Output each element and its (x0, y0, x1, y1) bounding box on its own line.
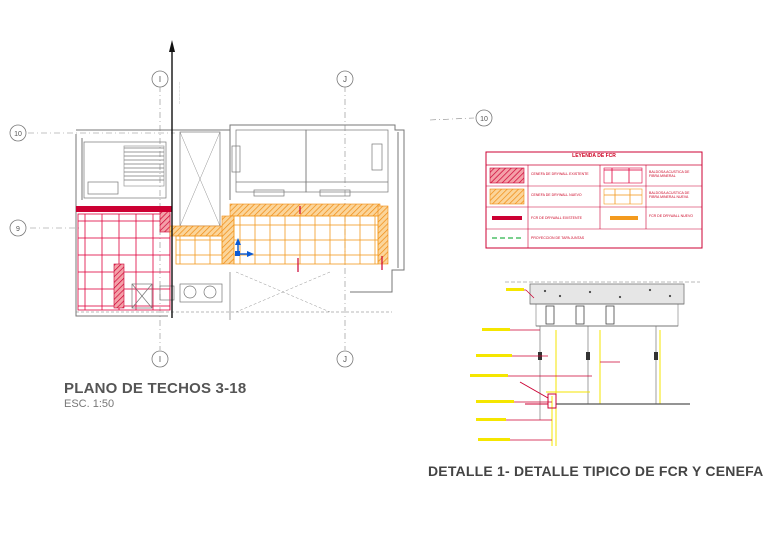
ceiling-plan: — — — — — — (75, 40, 405, 320)
north-arrow-icon (169, 40, 175, 52)
detail-title: DETALLE 1- DETALLE TIPICO DE FCR Y CENEF… (428, 463, 764, 479)
svg-text:J: J (343, 75, 347, 84)
legend-item-new-fcr: FCR DE DRYWALL NUEVO (649, 214, 694, 218)
legend-table (485, 151, 703, 249)
tile-ceiling-right (175, 215, 379, 265)
svg-text:10: 10 (14, 131, 22, 138)
svg-text:J: J (343, 355, 347, 364)
legend-item-joint-projection: PROYECCION DE TAPA JUNTAS (531, 236, 585, 240)
plan-shaft (179, 131, 221, 227)
legend-item-existing-fcr: FCR DE DRYWALL EXISTENTE (531, 216, 583, 220)
plan-walls (75, 124, 405, 317)
new-cenefa (169, 203, 389, 265)
tile-ceiling-left (77, 209, 171, 311)
svg-text:I: I (159, 355, 161, 364)
grid-marker-10-left: 10 (9, 124, 27, 142)
grid-marker-J-top: J (336, 70, 354, 88)
section-line-annotation: — — — — — — (177, 82, 181, 104)
axis-indicator-icon (235, 238, 254, 257)
fcr-existing-bar (76, 206, 172, 212)
svg-text:10: 10 (480, 116, 488, 123)
legend-item-existing-cenefa: CENEFA DE DRYWALL EXISTENTE (531, 172, 589, 176)
grid-marker-J-bottom: J (336, 350, 354, 368)
legend-item-new-mineral-tile: BALDOSA ACUSTICA DE FIBRA MINERAL NUEVA (649, 191, 690, 199)
legend-item-mineral-tile: BALDOSA ACUSTICA DE FIBRA MINERAL (649, 170, 690, 178)
grid-marker-10-right: 10 (475, 109, 493, 127)
svg-text:9: 9 (16, 226, 20, 233)
legend-title: LEYENDA DE FCR (572, 153, 616, 159)
legend-item-new-cenefa: CENEFA DE DRYWALL NUEVO (531, 193, 582, 197)
grid-marker-9-left: 9 (9, 219, 27, 237)
grid-marker-I-top: I (151, 70, 169, 88)
plan-fixtures (131, 271, 331, 320)
plan-title: PLANO DE TECHOS 3-18 (64, 380, 247, 397)
grid-marker-I-bottom: I (151, 350, 169, 368)
plan-room-upper-right (231, 129, 389, 197)
plan-scale: ESC. 1:50 (64, 398, 115, 410)
svg-text:I: I (159, 75, 161, 84)
detail-section (470, 281, 700, 446)
plan-room-upper-left (83, 141, 167, 199)
